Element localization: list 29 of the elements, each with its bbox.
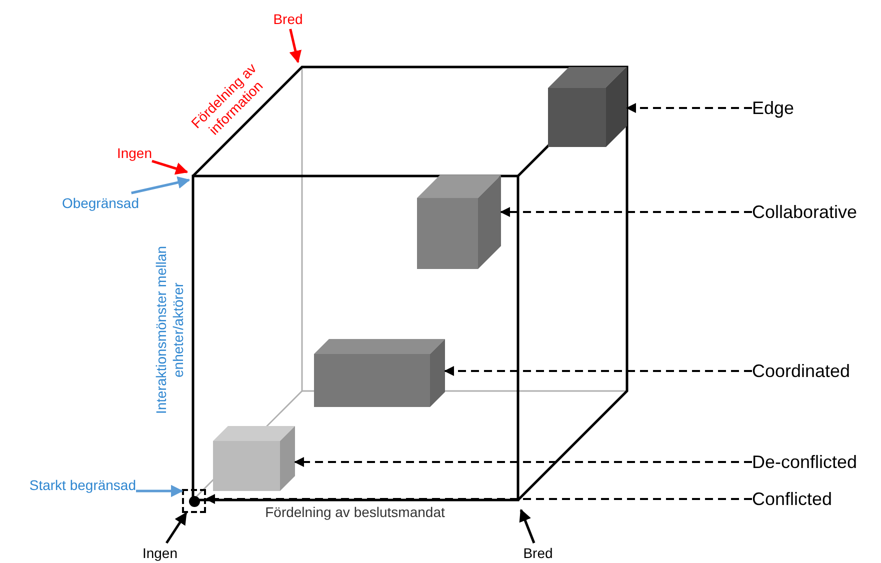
axis-value-label: Ingen bbox=[100, 143, 152, 163]
arrow bbox=[131, 176, 190, 194]
dashed-arrow bbox=[500, 207, 752, 217]
category-label: Collaborative bbox=[752, 200, 878, 224]
category-label: De-conflicted bbox=[752, 450, 878, 474]
axis-value-label: Bred bbox=[516, 543, 560, 563]
block-drawing bbox=[548, 67, 627, 147]
dashed-arrow bbox=[626, 103, 752, 113]
block-drawing bbox=[417, 175, 501, 269]
arrow bbox=[289, 28, 302, 64]
axis-value-label: Bred bbox=[266, 9, 310, 29]
category-label: Coordinated bbox=[752, 359, 872, 383]
category-label: Conflicted bbox=[752, 487, 862, 511]
dashed-arrow bbox=[444, 366, 752, 376]
axis-value-label: Obegränsad bbox=[35, 193, 139, 213]
dashed-arrow bbox=[294, 457, 752, 467]
axis-value-label: Ingen bbox=[134, 543, 186, 563]
dashed-arrow bbox=[205, 494, 752, 504]
arrow bbox=[152, 160, 188, 175]
axis-title: Interaktionsmönster mellan enheter/aktörer bbox=[153, 244, 187, 416]
axis-title: Fördelning av beslutsmandat bbox=[264, 504, 446, 521]
arrow bbox=[166, 512, 188, 544]
block-drawing bbox=[314, 339, 445, 407]
arrow bbox=[136, 484, 184, 498]
block-drawing bbox=[213, 426, 295, 491]
origin-marker bbox=[182, 489, 206, 513]
arrow bbox=[519, 508, 536, 544]
axis-value-label: Starkt begränsad bbox=[4, 475, 136, 495]
category-label: Edge bbox=[752, 96, 822, 120]
